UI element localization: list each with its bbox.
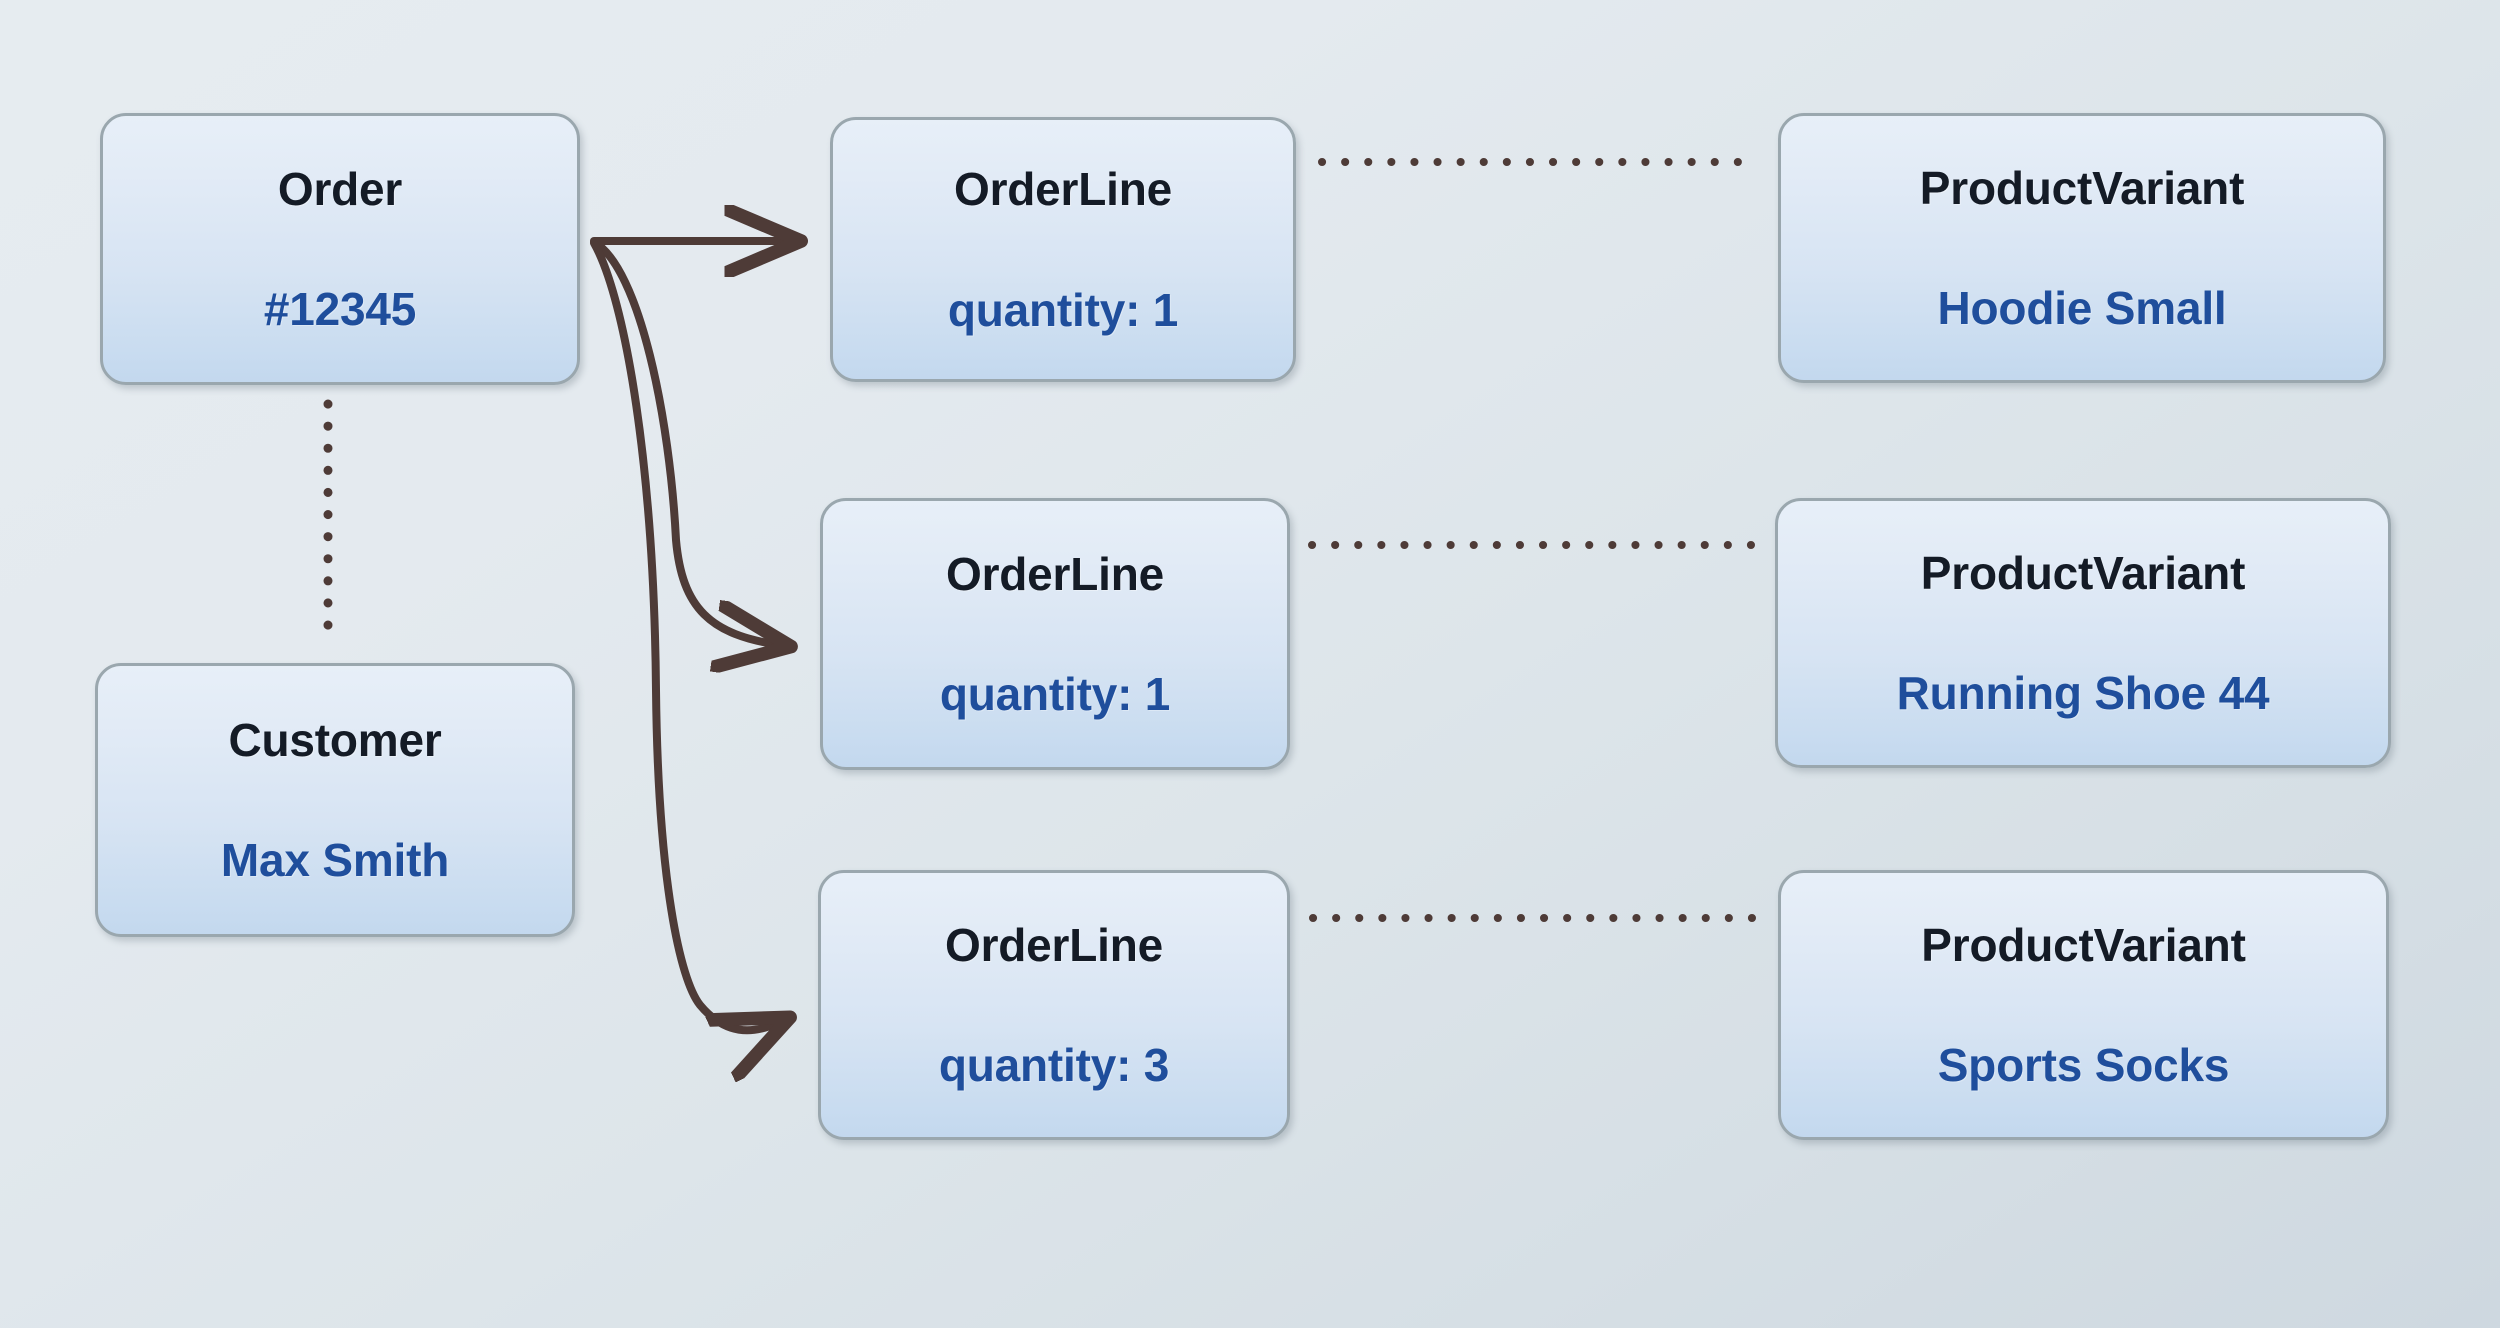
node-productvariant-3[interactable]: ProductVariant Sports Socks: [1778, 870, 2389, 1140]
node-customer-value: Max Smith: [220, 834, 450, 886]
edge-order-to-orderline-2: [590, 238, 780, 645]
node-orderline-2-title: OrderLine: [945, 547, 1165, 600]
node-order-value: #12345: [263, 283, 417, 335]
node-productvariant-1-title: ProductVariant: [1919, 161, 2245, 214]
node-orderline-2[interactable]: OrderLine quantity: 1: [820, 498, 1290, 770]
node-customer[interactable]: Customer Max Smith: [95, 663, 575, 937]
node-orderline-3-title: OrderLine: [944, 918, 1164, 971]
node-orderline-2-value: quantity: 1: [939, 668, 1171, 720]
edge-order-to-orderline-3: [590, 239, 780, 1030]
node-productvariant-2-value: Running Shoe 44: [1896, 667, 2270, 719]
node-orderline-3-value: quantity: 3: [938, 1039, 1170, 1091]
node-productvariant-2-title: ProductVariant: [1920, 546, 2246, 599]
node-orderline-1-title: OrderLine: [953, 163, 1173, 216]
node-productvariant-3-value: Sports Socks: [1937, 1039, 2230, 1091]
node-productvariant-2[interactable]: ProductVariant Running Shoe 44: [1775, 498, 2391, 768]
node-order-title: Order: [277, 162, 403, 215]
node-orderline-3[interactable]: OrderLine quantity: 3: [818, 870, 1290, 1140]
node-productvariant-1-value: Hoodie Small: [1937, 282, 2227, 334]
node-order[interactable]: Order #12345: [100, 113, 580, 385]
node-customer-title: Customer: [228, 713, 442, 766]
node-productvariant-3-title: ProductVariant: [1921, 918, 2246, 971]
node-orderline-1[interactable]: OrderLine quantity: 1: [830, 117, 1296, 382]
node-orderline-1-value: quantity: 1: [947, 283, 1179, 336]
node-productvariant-1[interactable]: ProductVariant Hoodie Small: [1778, 113, 2386, 383]
